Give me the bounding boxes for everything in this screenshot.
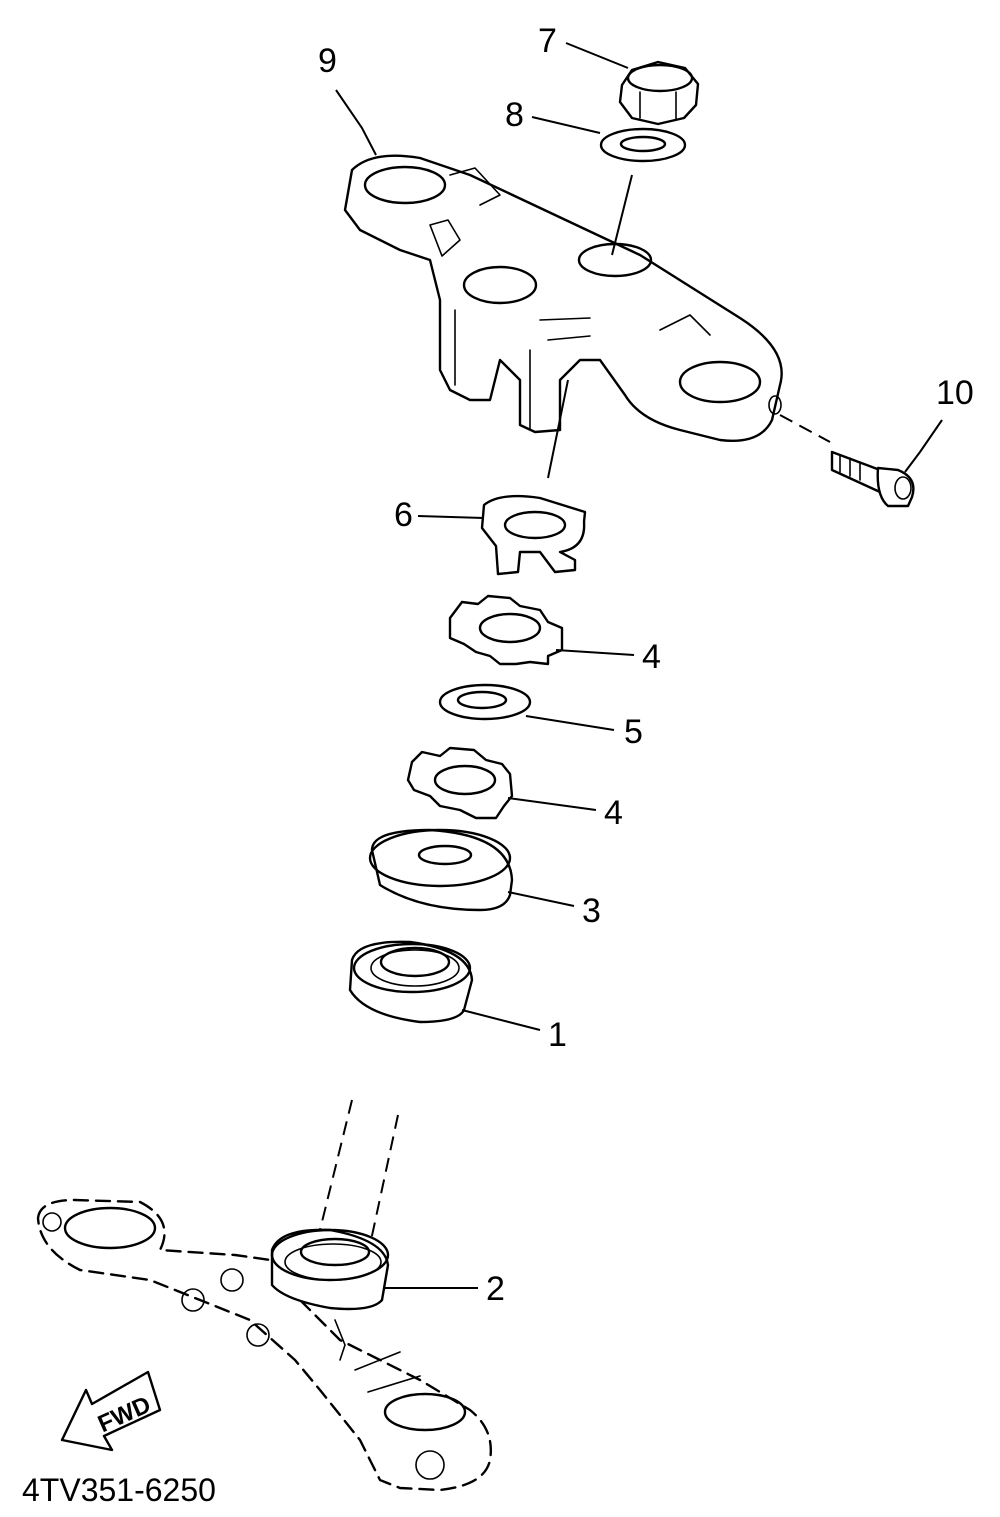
leader-10 (904, 419, 943, 473)
washer-part (599, 127, 687, 163)
callout-6: 6 (394, 496, 413, 534)
steering-stem-shaft (319, 1099, 399, 1246)
center-line-mid (547, 379, 569, 479)
leader-4a (555, 649, 635, 656)
ring-nut-lower-part (406, 746, 514, 820)
callout-5: 5 (624, 713, 643, 751)
bearing-lower-part (270, 1228, 390, 1311)
callout-3: 3 (582, 892, 601, 930)
leader-4b (507, 797, 597, 811)
leader-6 (417, 515, 485, 519)
bearing-upper-part (348, 940, 474, 1024)
upper-bracket-part (343, 154, 783, 442)
callout-2: 2 (486, 1270, 505, 1308)
lower-bracket-part (36, 1198, 492, 1492)
bolt-axis-line (779, 414, 831, 443)
center-line-top (611, 174, 633, 256)
leader-5 (525, 715, 615, 731)
cap-nut-part (618, 60, 700, 126)
dust-seal-part (368, 828, 514, 912)
leader-8 (531, 116, 601, 134)
leader-7 (565, 42, 629, 69)
ring-nut-upper-part (448, 594, 564, 666)
callout-numbers: 7 8 9 10 6 4 5 4 3 1 2 (318, 22, 974, 1308)
pinch-bolt-part (830, 450, 915, 508)
leader-1 (461, 1009, 541, 1031)
callout-10: 10 (936, 374, 974, 412)
callout-7: 7 (538, 22, 557, 60)
callout-8: 8 (505, 96, 524, 134)
callout-1: 1 (548, 1016, 567, 1054)
callout-4-upper: 4 (642, 638, 661, 676)
leader-3 (507, 891, 575, 907)
callout-9: 9 (318, 42, 337, 80)
leader-9 (335, 89, 377, 156)
callout-4-lower: 4 (604, 794, 623, 832)
washer-mid-part (438, 683, 532, 721)
lock-washer-part (480, 494, 587, 576)
leader-lines (335, 42, 943, 1289)
diagram-reference-code: 4TV351-6250 (22, 1472, 216, 1508)
forward-direction-arrow: FWD (60, 1370, 162, 1452)
